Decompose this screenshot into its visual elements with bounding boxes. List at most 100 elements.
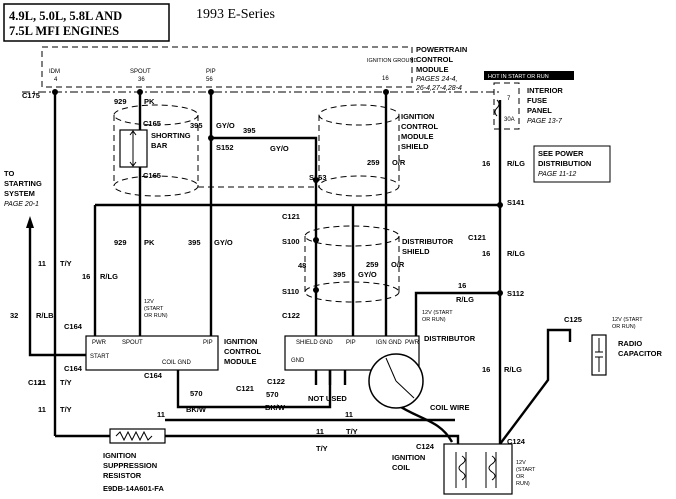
dist-pin-ign-gnd: IGN GND xyxy=(376,340,402,346)
ignition-control-module-shield: IGNITION CONTROL MODULE SHIELD xyxy=(113,104,438,197)
wire-ty-lower-left: T/Y xyxy=(60,405,72,414)
pcm-pin-ignition-ground-num: 16 xyxy=(382,76,389,82)
resistor-label-1: IGNITION xyxy=(103,451,136,460)
resistor-icon xyxy=(115,430,153,442)
icm-shield-label-2: CONTROL xyxy=(401,122,438,131)
coil-label-1: IGNITION xyxy=(392,453,425,462)
resistor-label-2: SUPPRESSION xyxy=(103,461,157,470)
splice-s152: S152 xyxy=(216,143,234,152)
wire-32: 32 xyxy=(10,311,18,320)
pcm-pin-idm-num: 4 xyxy=(54,77,58,83)
connector-c125: C125 xyxy=(564,315,582,324)
wire-bkw-a: BK/W xyxy=(186,405,207,414)
engine-title-line-2: 7.5L MFI ENGINES xyxy=(9,24,119,38)
wire-or-top: O/R xyxy=(392,158,406,167)
connector-c122-bottom: C122 xyxy=(267,377,285,386)
wire-929-mid: 929 xyxy=(114,238,127,247)
pcm-pin-ignition-ground: IGNITION GROUND xyxy=(367,58,417,64)
interior-fuse-panel: HOT IN START OR RUN 7 30A INTERIOR FUSE … xyxy=(484,71,574,130)
radio-cap-label-2: CAPACITOR xyxy=(618,349,662,358)
wire-11-bottom: 11 xyxy=(316,427,324,436)
splice-s112: S112 xyxy=(507,289,524,298)
icm-shield-label-1: IGNITION xyxy=(401,112,434,121)
wire-395-b: 395 xyxy=(243,126,256,135)
splice-s100: S100 xyxy=(282,237,300,246)
connector-c121-center: C121 xyxy=(282,212,300,221)
dist-pin-shield-gnd: SHIELD GND xyxy=(296,340,333,346)
wire-11-right: 11 xyxy=(345,410,353,419)
icm-label-3: MODULE xyxy=(224,357,257,366)
wire-11-lower-left: 11 xyxy=(38,405,46,414)
pcm-pin-pip: PIP xyxy=(206,69,216,75)
coil-wire-label: COIL WIRE xyxy=(430,403,469,412)
starting-label-2: STARTING xyxy=(4,179,42,188)
pcm-pages-1: PAGES 24-4, xyxy=(416,76,458,83)
engine-title-line-1: 4.9L, 5.0L, 5.8L AND xyxy=(9,9,122,23)
icm-pin-start: START xyxy=(90,354,109,360)
note-icm-3: OR RUN) xyxy=(144,313,168,319)
connector-c165-bottom: C165 xyxy=(143,171,161,180)
resistor-part-number: E9DB-14A601-FA xyxy=(103,484,164,493)
fuse-number: 7 xyxy=(507,96,511,102)
connector-c164-top: C164 xyxy=(64,322,83,331)
wire-gyo-mid: GY/O xyxy=(214,238,233,247)
power-dist-page: PAGE 11-12 xyxy=(538,171,576,178)
note-coil-4: RUN) xyxy=(516,481,530,487)
powertrain-control-module: IDM 4 SPOUT 36 PIP 56 IGNITION GROUND 16… xyxy=(41,45,467,92)
wire-16-s112: 16 xyxy=(458,281,466,290)
fuse-element-icon xyxy=(494,99,500,117)
ignition-control-module: PWR SPOUT PIP START COIL GND IGNITION CO… xyxy=(85,335,261,371)
connector-c121-lower: C121 xyxy=(236,384,254,393)
wire-16-lower: 16 xyxy=(482,365,490,374)
wire-48: 48 xyxy=(298,261,306,270)
wire-labels: 929 PK 395 GY/O 395 GY/O 259 O/R 16 R/LG… xyxy=(10,97,525,453)
wire-gyo-b: GY/O xyxy=(270,144,289,153)
wire-pk-top: PK xyxy=(144,97,155,106)
wires xyxy=(22,91,572,445)
wire-570-b: 570 xyxy=(266,390,279,399)
starting-system-reference: TO STARTING SYSTEM PAGE 20-1 xyxy=(4,169,42,228)
radio-capacitor: RADIO CAPACITOR xyxy=(591,334,662,376)
wire-gyo-a: GY/O xyxy=(216,121,235,130)
wire-259-top: 259 xyxy=(367,158,380,167)
wire-ty-c121: T/Y xyxy=(60,378,72,387)
wire-rlg-lower: R/LG xyxy=(504,365,522,374)
dist-pin-pwr: PWR xyxy=(405,340,420,346)
radio-cap-label-1: RADIO xyxy=(618,339,642,348)
note-coil-3: OR xyxy=(516,474,524,480)
dist-not-used: NOT USED xyxy=(308,394,347,403)
splice-dots xyxy=(52,89,503,296)
wire-bkw-b: BK/W xyxy=(265,403,286,412)
wire-rlg-right: R/LG xyxy=(507,249,525,258)
wire-ty-left: T/Y xyxy=(60,259,72,268)
diagram-title: 1993 E-Series xyxy=(196,7,275,22)
wire-rlg-left: R/LG xyxy=(100,272,118,281)
icm-pin-pip: PIP xyxy=(203,340,213,346)
distributor: SHIELD GND PIP IGN GND PWR GND DISTRIBUT… xyxy=(284,334,476,409)
wire-16-right: 16 xyxy=(482,249,490,258)
resistor-label-3: RESISTOR xyxy=(103,471,142,480)
wire-16-left: 16 xyxy=(82,272,90,281)
power-dist-label-1: SEE POWER xyxy=(538,149,584,158)
wire-ty-bottom: T/Y xyxy=(316,444,328,453)
wire-11-c121: 11 xyxy=(38,378,46,387)
starting-label-1: TO xyxy=(4,169,14,178)
connector-c165-top: C165 xyxy=(143,119,161,128)
engine-title-box: 4.9L, 5.0L, 5.8L AND 7.5L MFI ENGINES xyxy=(3,3,170,42)
fuse-panel-label-1: INTERIOR xyxy=(527,86,563,95)
wire-570-a: 570 xyxy=(190,389,203,398)
pcm-pin-spout-num: 36 xyxy=(138,77,145,83)
icm-shield-label-3: MODULE xyxy=(401,132,434,141)
distributor-shield: DISTRIBUTOR SHIELD xyxy=(304,225,454,303)
note-icm-1: 12V xyxy=(144,299,154,305)
pcm-label-2: CONTROL xyxy=(416,55,453,64)
wire-gyo-lower: GY/O xyxy=(358,270,377,279)
icm-pin-coil-gnd: COIL GND xyxy=(162,360,191,366)
icm-label-1: IGNITION xyxy=(224,337,257,346)
pcm-pin-pip-num: 56 xyxy=(206,77,213,83)
pcm-pin-idm: IDM xyxy=(49,69,60,75)
shorting-bar-label-2: BAR xyxy=(151,141,168,150)
connector-c164-bottom: C164 xyxy=(144,371,163,380)
pcm-pin-spout: SPOUT xyxy=(130,69,151,75)
dist-shield-label-2: SHIELD xyxy=(402,247,430,256)
